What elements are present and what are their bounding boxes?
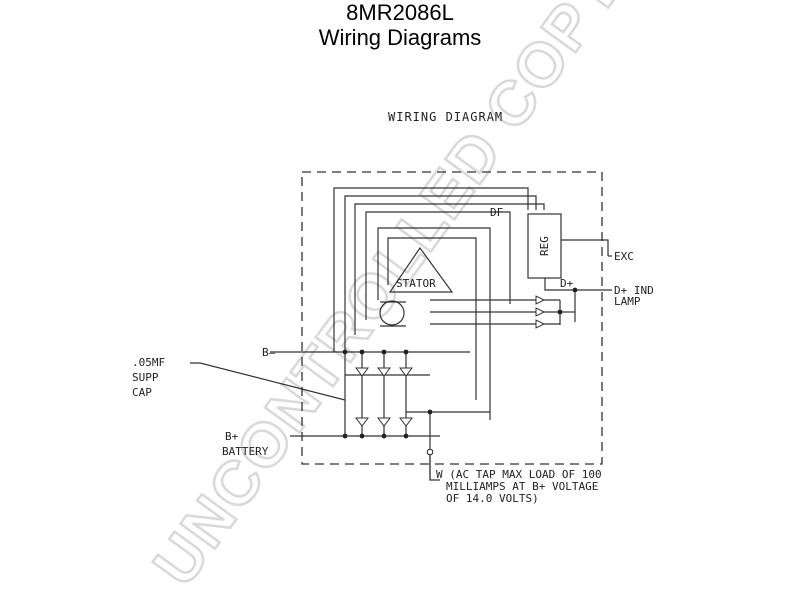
junction-dots: [342, 287, 578, 456]
df-label: DF: [490, 206, 503, 219]
battery-label: BATTERY: [222, 445, 269, 458]
supp-label: SUPP: [132, 371, 159, 384]
w-tap-label-2: MILLIAMPS AT B+ VOLTAGE: [446, 480, 598, 493]
w-tap-label-3: OF 14.0 VOLTS): [446, 492, 539, 505]
wiring-lines: [190, 187, 612, 481]
cap-label: .05MF: [132, 356, 165, 369]
diagram-heading: WIRING DIAGRAM: [388, 110, 503, 124]
d-plus-label: D+: [560, 277, 574, 290]
watermark: UNCONTROLLED COPY: [141, 0, 636, 598]
part-number: 8MR2086L: [346, 0, 454, 25]
d-plus-ind-lamp-label: D+ IND: [614, 284, 654, 297]
housing-outline: [301, 171, 603, 465]
cap-label-2: CAP: [132, 386, 152, 399]
lamp-label: LAMP: [614, 295, 641, 308]
regulator-label: REG: [538, 236, 551, 256]
exc-label: EXC: [614, 250, 634, 263]
b-minus-label: B–: [262, 346, 276, 359]
stator-label: STATOR: [396, 277, 436, 290]
b-plus-label: B+: [225, 430, 239, 443]
rectifier-diodes: [355, 295, 546, 427]
page-title: Wiring Diagrams: [318, 25, 482, 50]
w-tap-label: W (AC TAP MAX LOAD OF 100: [436, 468, 602, 481]
